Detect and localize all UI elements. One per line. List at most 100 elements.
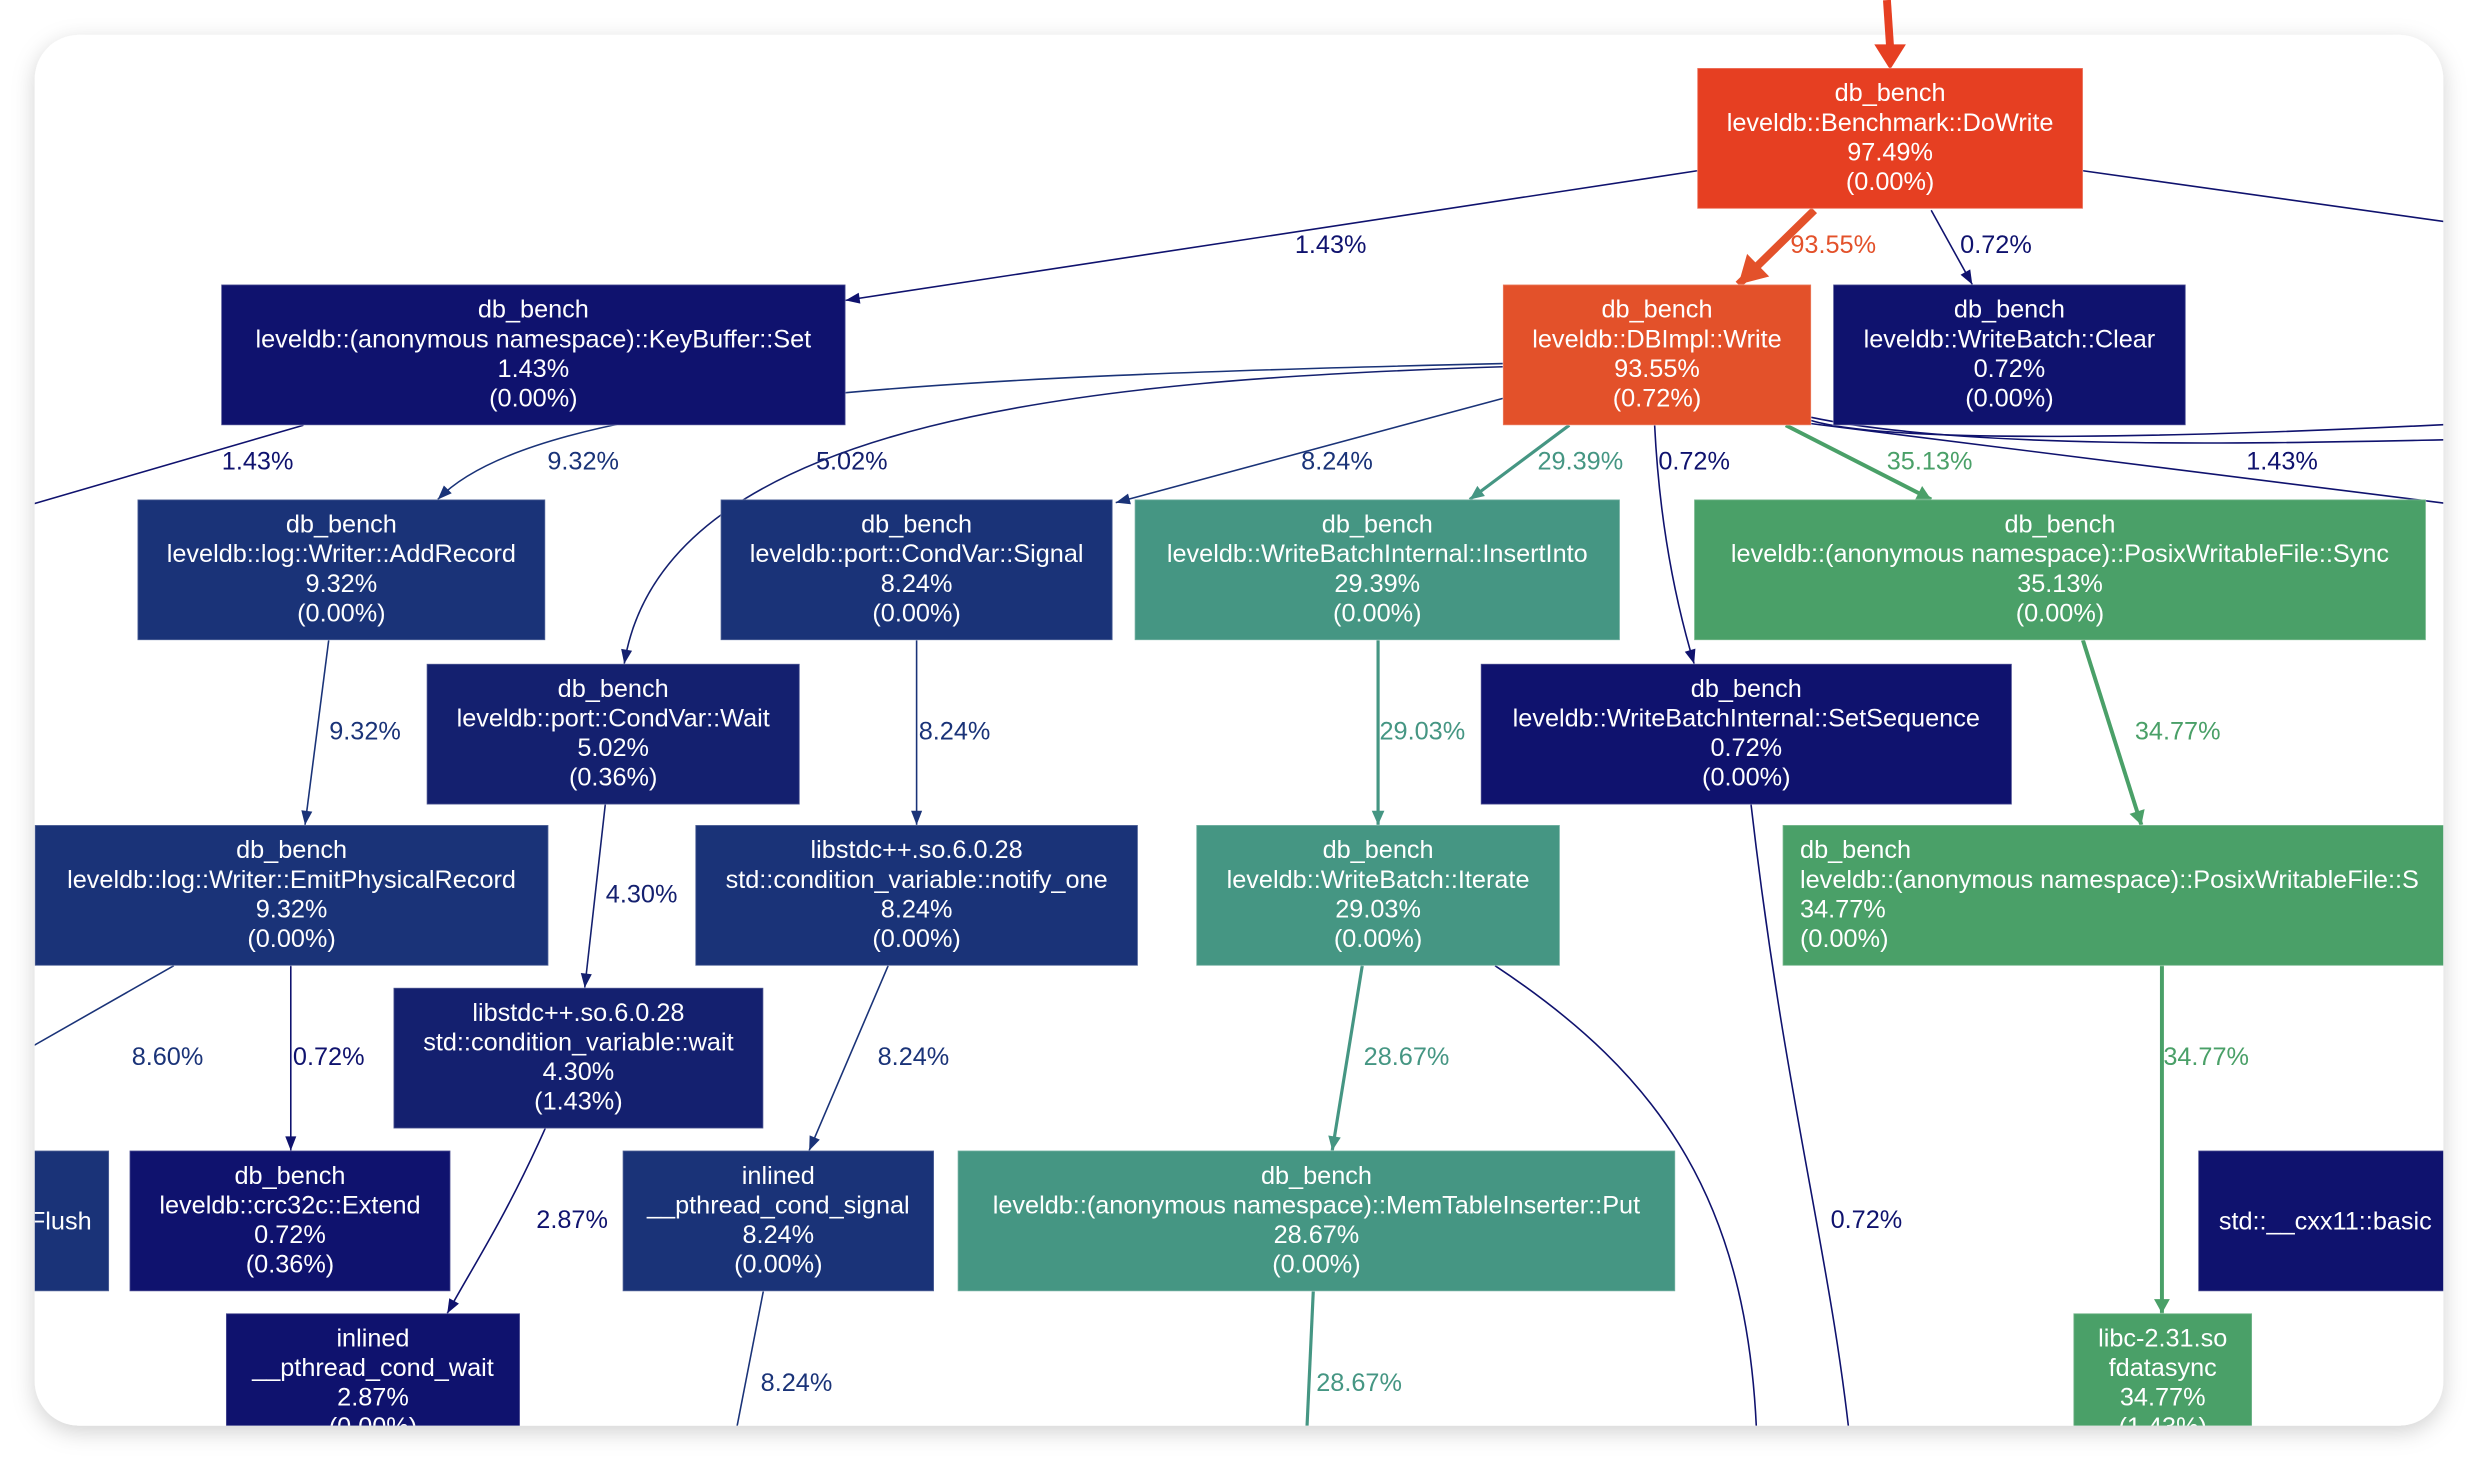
node-iterate[interactable]: db_benchleveldb::WriteBatch::Iterate29.0… <box>1195 824 1561 967</box>
edge-line <box>34 424 304 510</box>
edge-label: 28.67% <box>1364 1043 1450 1071</box>
node-label-line: db_bench <box>1835 79 1946 107</box>
node-label-line: leveldb::log::Writer::EmitPhysicalRecord <box>67 866 516 894</box>
edge: 35.13% <box>1784 423 1972 502</box>
node-label-line: std::condition_variable::notify_one <box>726 866 1108 894</box>
node-setsequence[interactable]: db_benchleveldb::WriteBatchInternal::Set… <box>1480 663 2013 806</box>
node-label-line: 97.49% <box>1847 138 1933 166</box>
node-box <box>2072 1312 2253 1426</box>
node-label-line: inlined <box>742 1162 815 1190</box>
arrowhead-icon <box>301 810 313 826</box>
node-label-line: db_bench <box>1261 1162 1372 1190</box>
node-writebatch-clear[interactable]: db_benchleveldb::WriteBatch::Clear0.72%(… <box>1832 283 2187 426</box>
node-label-line: leveldb::WriteBatchInternal::InsertInto <box>1167 540 1588 568</box>
arrowhead-icon <box>911 810 923 826</box>
edge: 29.03% <box>1371 640 1465 826</box>
node-label-line: (0.00%) <box>2016 599 2104 627</box>
node-notify-one[interactable]: libstdc++.so.6.0.28std::condition_variab… <box>694 824 1139 967</box>
node-label-line: leveldb::(anonymous namespace)::PosixWri… <box>1800 866 2419 894</box>
node-label-line: (0.00%) <box>1965 384 2053 412</box>
edge-label: 8.24% <box>878 1043 950 1071</box>
node-label-line: leveldb::log::Writer::AddRecord <box>167 540 516 568</box>
node-label-line: 5.02% <box>577 734 649 762</box>
edge-line <box>583 804 607 988</box>
edge-label: 93.55% <box>1790 231 1876 259</box>
edge-label: 5.02% <box>816 447 888 475</box>
edge-line <box>304 640 330 826</box>
nodes-layer: db_benchleveldb::Benchmark::DoWrite97.49… <box>16 67 2478 1454</box>
edge-line <box>34 964 175 1057</box>
edge: 8.24% <box>729 1291 832 1426</box>
node-crc32c-extend[interactable]: db_benchleveldb::crc32c::Extend0.72%(0.3… <box>128 1149 452 1293</box>
node-label-line: (0.00%) <box>1702 764 1790 792</box>
node-label-line: 1.43% <box>498 355 570 383</box>
node-label-line: 4.30% <box>543 1058 615 1086</box>
edge: 0.72% <box>1750 804 1902 1426</box>
edge-line <box>623 365 1503 664</box>
node-dbimpl-write[interactable]: db_benchleveldb::DBImpl::Write93.55%(0.7… <box>1502 283 1812 426</box>
node-label-line: 9.32% <box>256 895 328 923</box>
edge-label: 34.77% <box>2135 718 2221 746</box>
edge: 8.60% <box>34 964 203 1071</box>
node-label-line: leveldb::WriteBatchInternal::SetSequence <box>1513 705 1980 733</box>
node-label-line: Flush <box>30 1208 92 1236</box>
node-label-line: (0.00%) <box>247 925 335 953</box>
node-label-line: leveldb::(anonymous namespace)::KeyBuffe… <box>256 325 812 353</box>
node-label-line: leveldb::Benchmark::DoWrite <box>1727 109 2054 137</box>
node-label-line: (0.00%) <box>734 1250 822 1278</box>
node-label-line: db_bench <box>1800 836 1911 864</box>
node-flush[interactable]: Flush <box>16 1149 110 1293</box>
node-label-line: (0.00%) <box>872 925 960 953</box>
node-label-line: 0.72% <box>1710 734 1782 762</box>
node-dowrite[interactable]: db_benchleveldb::Benchmark::DoWrite97.49… <box>1696 67 2084 210</box>
node-label-line: inlined <box>336 1325 409 1353</box>
edge: 28.67% <box>1328 965 1450 1151</box>
node-label-line: 28.67% <box>1274 1221 1360 1249</box>
edge: 8.24% <box>1115 397 1504 505</box>
node-cxx11-basic[interactable]: std::__cxx11::basic <box>2197 1149 2478 1293</box>
node-label-line: db_bench <box>1602 296 1713 324</box>
node-label-line: leveldb::WriteBatch::Clear <box>1864 325 2156 353</box>
node-box <box>1781 824 2444 967</box>
node-label-line: 8.24% <box>881 570 953 598</box>
node-label-line: db_bench <box>861 511 972 539</box>
edge-label: 9.32% <box>547 447 619 475</box>
edge-line <box>1468 423 1571 501</box>
node-label-line: 0.72% <box>1974 355 2046 383</box>
node-condvar-signal[interactable]: db_benchleveldb::port::CondVar::Signal8.… <box>719 498 1114 641</box>
node-label-line: db_bench <box>236 836 347 864</box>
edge-label: 0.72% <box>293 1043 365 1071</box>
node-addrecord[interactable]: db_benchleveldb::log::Writer::AddRecord9… <box>136 498 547 641</box>
node-label-line: leveldb::(anonymous namespace)::MemTable… <box>993 1191 1640 1219</box>
edge <box>1494 965 1759 1426</box>
edge: 4.30% <box>580 804 677 988</box>
node-label-line: (0.00%) <box>1333 599 1421 627</box>
node-insertinto[interactable]: db_benchleveldb::WriteBatchInternal::Ins… <box>1133 498 1621 641</box>
node-box <box>34 824 550 967</box>
edge: 0.72% <box>1930 209 2032 285</box>
edge <box>2082 169 2444 226</box>
edge-line <box>1115 397 1504 504</box>
arrowhead-icon <box>1328 1135 1341 1151</box>
node-emitphysicalrecord[interactable]: db_benchleveldb::log::Writer::EmitPhysic… <box>34 824 550 967</box>
arrowhead-icon <box>1914 485 1932 501</box>
node-label-line: (0.00%) <box>297 599 385 627</box>
edge-line <box>1810 422 2444 507</box>
node-box <box>220 283 847 426</box>
node-condvar-wait[interactable]: db_benchleveldb::port::CondVar::Wait5.02… <box>425 663 801 806</box>
node-cv-wait[interactable]: libstdc++.so.6.0.28std::condition_variab… <box>392 987 765 1130</box>
node-label-line: db_bench <box>1954 296 2065 324</box>
arrowhead-icon <box>437 485 452 500</box>
arrowhead-icon <box>447 1298 459 1314</box>
arrowhead-icon <box>1738 253 1770 285</box>
node-box <box>1195 824 1561 967</box>
edge: 1.43% <box>34 424 304 510</box>
